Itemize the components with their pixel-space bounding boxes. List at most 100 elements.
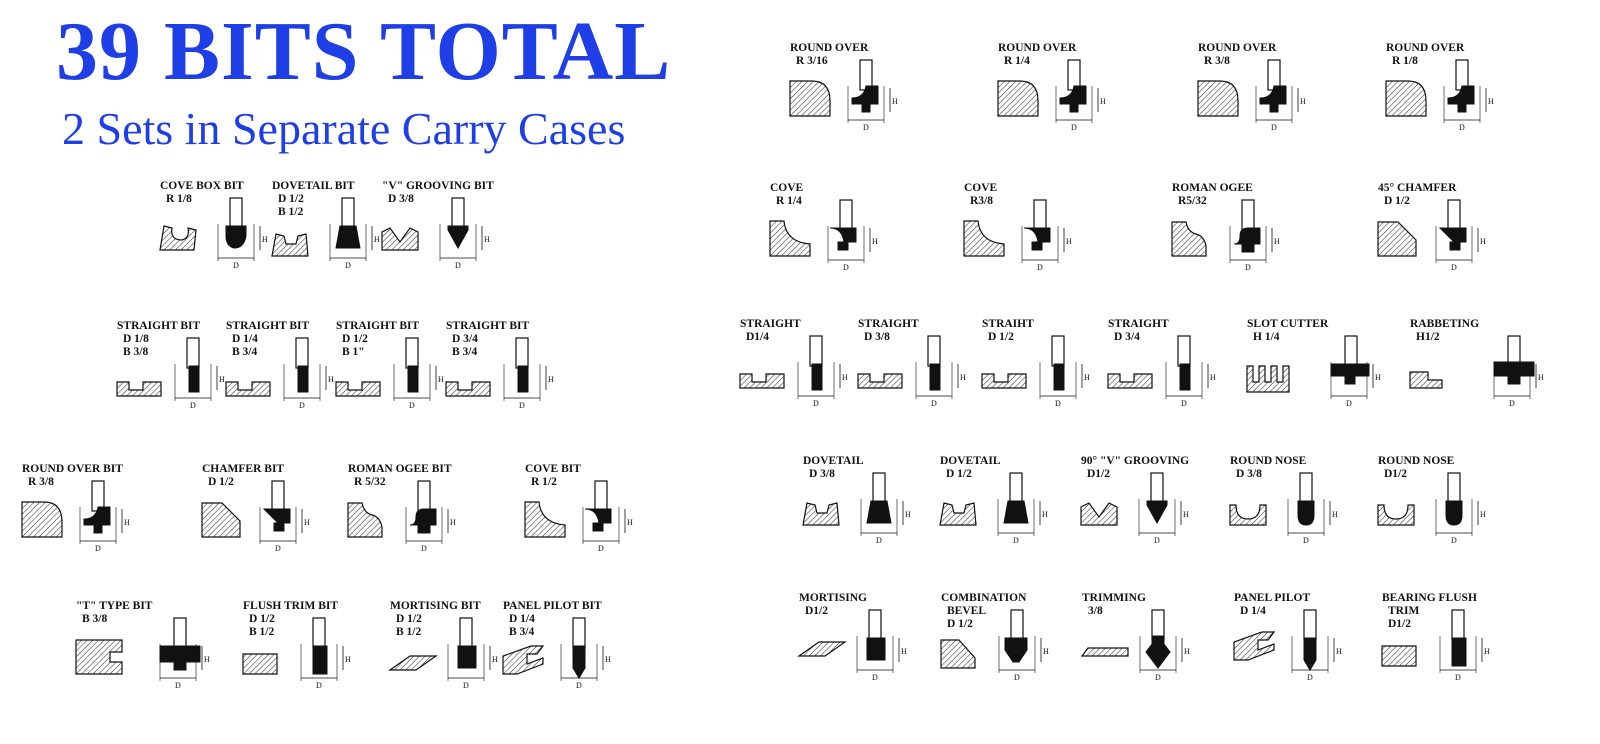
dimension-label-d: D: [1451, 536, 1457, 545]
bit-size: H1/2: [1416, 331, 1440, 343]
bit-name: PANEL PILOT BIT: [503, 600, 602, 612]
dimension-label-h: H: [1538, 373, 1544, 382]
bit-shank: [515, 337, 529, 369]
bit-size: D 3/8: [809, 468, 835, 480]
bit-cutter-body: [312, 645, 328, 675]
dimension-label-h: H: [842, 373, 848, 382]
dimension-label-d: D: [409, 401, 415, 410]
workpiece-profile: [963, 220, 1005, 257]
bit-name: ROUND OVER: [1198, 42, 1277, 54]
dimension-label-h: H: [1210, 373, 1216, 382]
workpiece-profile: [159, 225, 197, 251]
dimension-label-h: H: [492, 655, 498, 664]
router-bit-cutter: DH: [915, 335, 966, 408]
bit-name: STRAIGHT: [858, 318, 919, 330]
bit-cutter-body: [447, 225, 469, 250]
dimension-label-d: D: [95, 544, 101, 553]
bit-shank: [451, 197, 465, 229]
bit-cutter-body: [262, 508, 291, 532]
bit-size: D1/2: [805, 605, 828, 617]
router-bit-cutter: DH: [1330, 335, 1381, 408]
workpiece-profile: [502, 645, 545, 675]
bit-name: ROUND OVER BIT: [22, 463, 123, 475]
workpiece-shape: [381, 227, 419, 251]
bit-shank: [312, 617, 326, 649]
bit-cutter-body: [1330, 363, 1370, 385]
dimension-label-h: H: [328, 375, 334, 384]
dimension-label-h: H: [219, 375, 225, 384]
dimension-label-d: D: [1071, 123, 1077, 132]
dimension-label-h: H: [450, 518, 456, 527]
bit-size: B 1/2: [249, 626, 275, 638]
dimension-label-d: D: [576, 681, 582, 690]
bit-size: R 3/8: [28, 476, 54, 488]
dimension-label-d: D: [1346, 399, 1352, 408]
workpiece-profile: [1107, 373, 1153, 389]
bit-size: D1/4: [746, 331, 769, 343]
workpiece-profile: [347, 502, 383, 538]
bit-cutter-body: [851, 85, 879, 113]
bit-shank: [1033, 199, 1047, 231]
bit-name: BEARING FLUSH: [1382, 592, 1477, 604]
bit-name: TRIMMING: [1082, 592, 1146, 604]
workpiece-shape: [981, 373, 1027, 389]
dimension-label-h: H: [204, 655, 210, 664]
router-bit-cutter: DH: [503, 337, 554, 410]
workpiece-shape: [797, 641, 847, 657]
dimension-label-d: D: [1013, 536, 1019, 545]
dimension-label-h: H: [901, 647, 907, 656]
bit-cutter-body: [297, 365, 309, 393]
dimension-label-d: D: [1509, 399, 1515, 408]
dimension-label-h: H: [892, 97, 898, 106]
dimension-label-h: H: [1100, 97, 1106, 106]
dimension-label-h: H: [374, 235, 380, 244]
bit-name: "V" GROOVING BIT: [382, 180, 494, 192]
dimension-label-d: D: [1014, 673, 1020, 682]
bit-size: R 5/32: [354, 476, 386, 488]
dimension-label-h: H: [262, 235, 268, 244]
bit-shank: [1451, 609, 1465, 641]
router-bit-cutter: DH: [997, 472, 1048, 545]
workpiece-profile: [1385, 80, 1427, 117]
dimension-label-h: H: [872, 237, 878, 246]
dimension-label-d: D: [1181, 399, 1187, 408]
bit-shank: [1150, 472, 1164, 504]
router-bit-cutter: DH: [998, 609, 1049, 682]
workpiece-profile: [940, 639, 976, 669]
bit-name: ROMAN OGEE BIT: [348, 463, 452, 475]
bit-cutter-body: [1493, 361, 1535, 385]
router-bit-cutter: DH: [1435, 472, 1486, 545]
headline-title: 39 BITS TOTAL: [56, 5, 672, 98]
bit-size: D 3/8: [1236, 468, 1262, 480]
router-bit-cutter: DH: [847, 59, 898, 132]
dimension-label-d: D: [1307, 673, 1313, 682]
bit-cutter-body: [188, 365, 200, 393]
dimension-label-d: D: [876, 536, 882, 545]
workpiece-profile: [1171, 221, 1207, 257]
bit-cutter-body: [1233, 227, 1261, 253]
router-bit-cutter: DH: [174, 337, 225, 410]
bit-name: STRAIGHT: [1108, 318, 1169, 330]
workpiece-shape: [116, 381, 162, 397]
dimension-label-d: D: [345, 261, 351, 270]
bit-cutter-body: [1003, 500, 1029, 524]
bit-cutter-body: [1303, 637, 1317, 671]
bit-shank: [173, 617, 187, 649]
workpiece-profile: [1197, 80, 1239, 117]
bit-shank: [572, 617, 586, 649]
bit-size: D 1/2: [947, 618, 973, 630]
